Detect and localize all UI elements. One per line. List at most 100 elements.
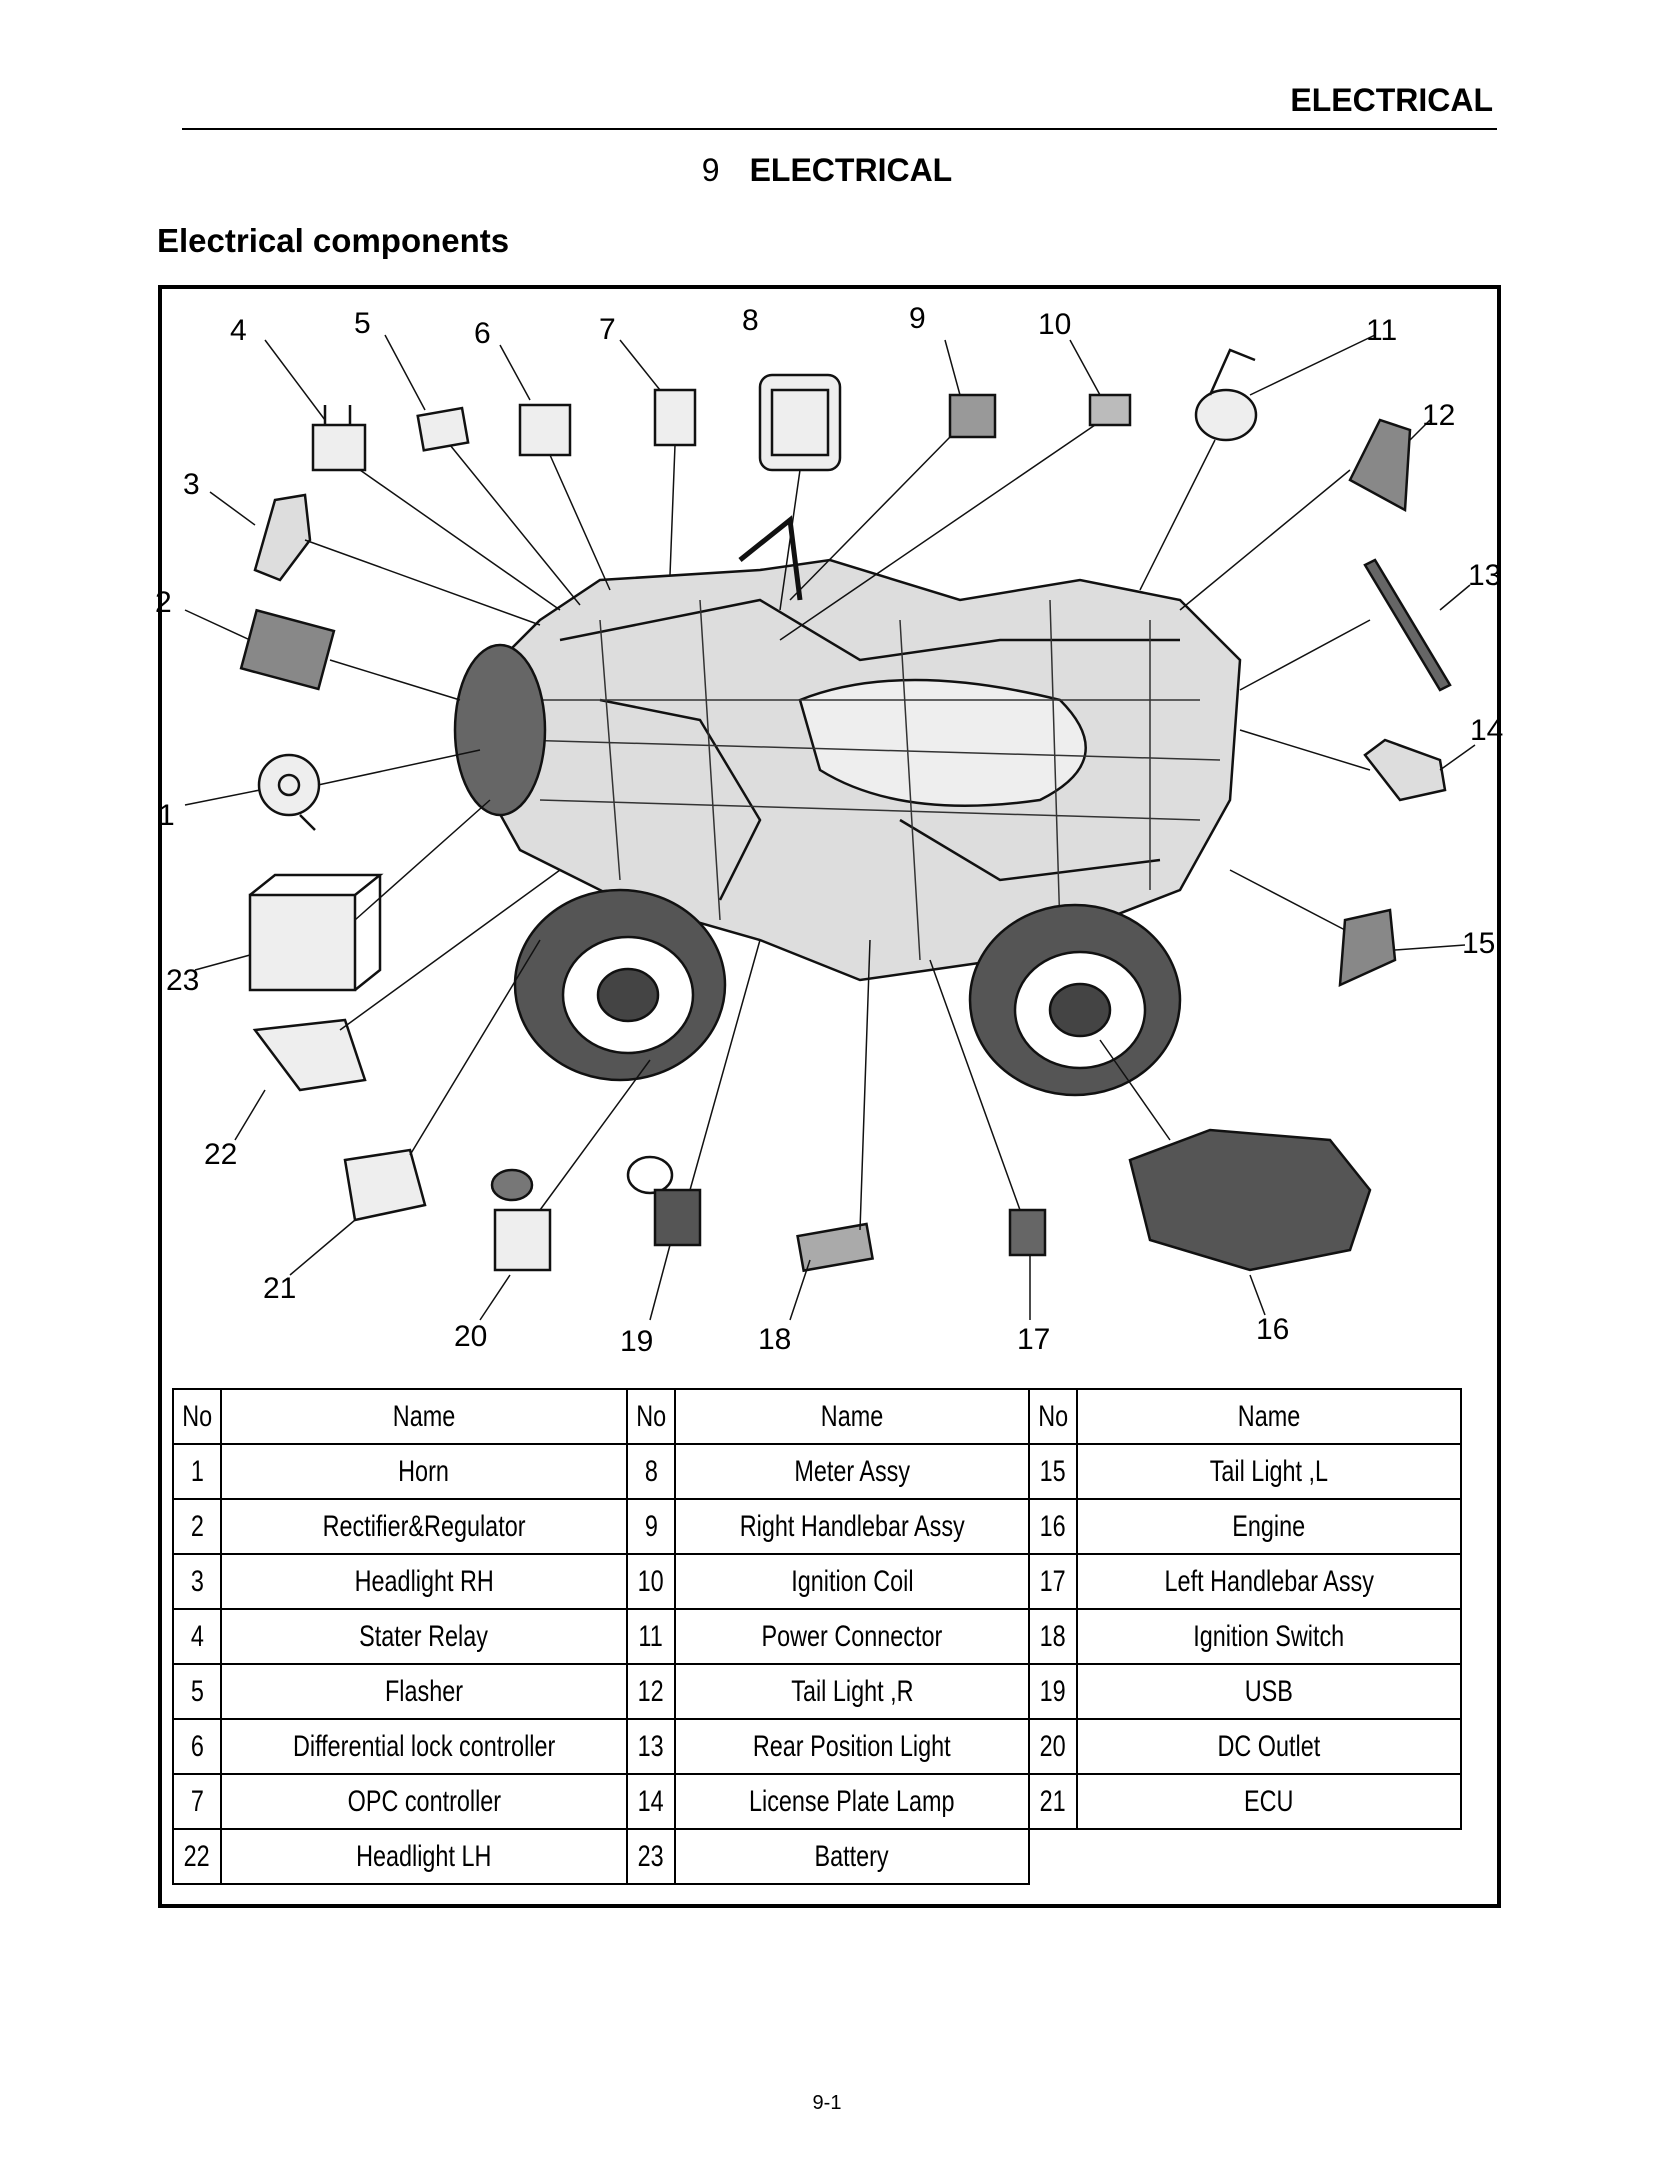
part-name: DC Outlet xyxy=(1217,1729,1321,1763)
section-title: Electrical components xyxy=(157,222,510,259)
column-header: Name xyxy=(674,1388,1030,1445)
part-name: Rectifier&Regulator xyxy=(322,1509,526,1543)
part-name-cell: OPC controller xyxy=(220,1773,628,1830)
flasher-icon xyxy=(416,406,470,452)
part-number-cell: 2 xyxy=(172,1498,222,1555)
part-name-cell: Right Handlebar Assy xyxy=(674,1498,1030,1555)
part-number-cell: 23 xyxy=(626,1828,676,1885)
part-number-cell: 16 xyxy=(1028,1498,1078,1555)
part-name: Tail Light ,R xyxy=(790,1674,914,1708)
callout-19: 19 xyxy=(620,1325,653,1358)
part-number: 3 xyxy=(190,1564,204,1598)
part-name-cell: Ignition Switch xyxy=(1076,1608,1462,1665)
part-number-cell: 3 xyxy=(172,1553,222,1610)
right-handlebar-icon xyxy=(948,393,997,439)
callout-8: 8 xyxy=(742,304,759,337)
part-number: 5 xyxy=(190,1674,204,1708)
column-header: Name xyxy=(1076,1388,1462,1445)
part-name-cell: Meter Assy xyxy=(674,1443,1030,1500)
callout-14: 14 xyxy=(1470,714,1503,747)
column-header-text: No xyxy=(182,1399,212,1433)
part-number: 19 xyxy=(1039,1674,1067,1708)
ecu-icon xyxy=(343,1148,427,1222)
part-name: Headlight RH xyxy=(354,1564,494,1598)
part-name: Stater Relay xyxy=(359,1619,489,1653)
part-number: 21 xyxy=(1039,1784,1067,1818)
callout-15: 15 xyxy=(1462,927,1495,960)
empty-cell xyxy=(1029,1828,1077,1884)
engine-icon xyxy=(1128,1128,1372,1272)
part-number-cell: 15 xyxy=(1028,1443,1078,1500)
part-name-cell: Headlight LH xyxy=(220,1828,628,1885)
part-name-cell: Engine xyxy=(1076,1498,1462,1555)
part-number-cell: 6 xyxy=(172,1718,222,1775)
column-header-text: No xyxy=(636,1399,666,1433)
callout-2: 2 xyxy=(155,586,172,619)
part-name: Flasher xyxy=(384,1674,464,1708)
callout-18: 18 xyxy=(758,1323,791,1356)
tail-light-r-icon xyxy=(1348,418,1412,513)
part-number: 20 xyxy=(1039,1729,1067,1763)
part-number: 10 xyxy=(637,1564,665,1598)
callout-9: 9 xyxy=(909,302,926,335)
starter-relay-icon xyxy=(311,405,367,472)
part-name-cell: Stater Relay xyxy=(220,1608,628,1665)
part-name-cell: Horn xyxy=(220,1443,628,1500)
part-number: 16 xyxy=(1039,1509,1067,1543)
part-name-cell: USB xyxy=(1076,1663,1462,1720)
part-name-cell: Rear Position Light xyxy=(674,1718,1030,1775)
usb-icon xyxy=(626,1155,702,1247)
part-number: 11 xyxy=(638,1619,664,1653)
part-name: Rear Position Light xyxy=(753,1729,951,1763)
dc-outlet-icon xyxy=(490,1168,552,1272)
part-number: 13 xyxy=(637,1729,665,1763)
part-number: 18 xyxy=(1039,1619,1067,1653)
power-connector-icon xyxy=(1194,348,1258,442)
part-number: 23 xyxy=(637,1839,665,1873)
part-name-cell: Rectifier&Regulator xyxy=(220,1498,628,1555)
callout-13: 13 xyxy=(1468,559,1501,592)
chapter-title: ELECTRICAL xyxy=(749,152,953,188)
column-header: No xyxy=(172,1388,222,1445)
part-name-cell: License Plate Lamp xyxy=(674,1773,1030,1830)
headlight-lh-icon xyxy=(252,1018,367,1092)
diff-lock-controller-icon xyxy=(518,403,572,457)
part-number-cell: 8 xyxy=(626,1443,676,1500)
part-name: Headlight LH xyxy=(356,1839,492,1873)
part-number-cell: 14 xyxy=(626,1773,676,1830)
part-name-cell: ECU xyxy=(1076,1773,1462,1830)
electrical-components-diagram: 1 2 3 4 5 6 7 8 9 10 11 12 13 14 15 16 1… xyxy=(155,302,1503,1358)
part-name-cell: Tail Light ,R xyxy=(674,1663,1030,1720)
ignition-switch-icon xyxy=(796,1222,875,1273)
part-name-cell: Headlight RH xyxy=(220,1553,628,1610)
part-name: Ignition Coil xyxy=(790,1564,914,1598)
horn-icon xyxy=(257,753,321,831)
part-name: Ignition Switch xyxy=(1193,1619,1345,1653)
column-header: No xyxy=(1028,1388,1078,1445)
column-header-text: Name xyxy=(392,1399,456,1433)
part-number-cell: 21 xyxy=(1028,1773,1078,1830)
part-number-cell: 19 xyxy=(1028,1663,1078,1720)
battery-icon xyxy=(248,873,384,992)
part-name: License Plate Lamp xyxy=(749,1784,955,1818)
callout-21: 21 xyxy=(263,1272,296,1305)
part-number: 15 xyxy=(1039,1454,1067,1488)
callout-1: 1 xyxy=(158,799,175,832)
part-name: OPC controller xyxy=(347,1784,501,1818)
part-number-cell: 1 xyxy=(172,1443,222,1500)
part-name: Meter Assy xyxy=(794,1454,910,1488)
callout-5: 5 xyxy=(354,307,371,340)
running-header: ELECTRICAL xyxy=(1290,82,1493,118)
column-header-text: No xyxy=(1038,1399,1068,1433)
part-name: USB xyxy=(1244,1674,1294,1708)
column-header-text: Name xyxy=(820,1399,884,1433)
part-name: ECU xyxy=(1244,1784,1294,1818)
part-number-cell: 17 xyxy=(1028,1553,1078,1610)
part-number: 22 xyxy=(183,1839,211,1873)
